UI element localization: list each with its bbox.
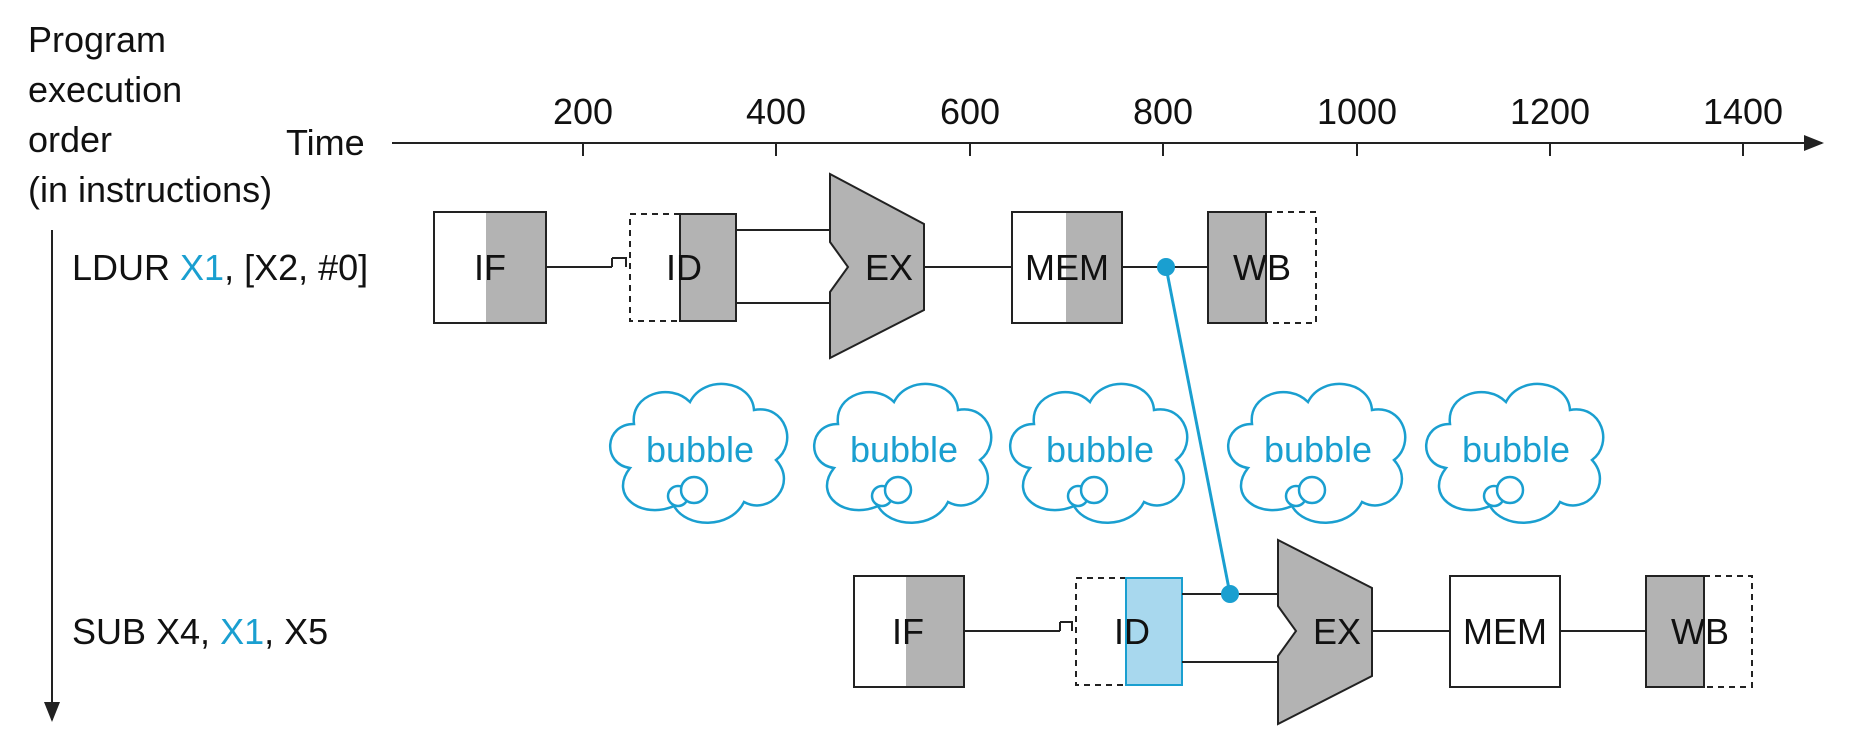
forward-source-dot — [1157, 258, 1175, 276]
order-label-line-3: order — [28, 119, 112, 160]
stall-bubbles: bubble bubble bubble bubble bubble — [609, 382, 1605, 524]
sub-wb-stage: WB — [1645, 575, 1753, 688]
tick-label: 600 — [940, 91, 1000, 132]
ldur-part-1: LDUR — [72, 247, 180, 288]
ldur-wb-label: WB — [1233, 247, 1291, 288]
sub-if-stage: IF — [853, 575, 965, 688]
forward-target-dot — [1221, 585, 1239, 603]
sub-register-x1: X1 — [220, 611, 264, 652]
ldur-ex-label: EX — [865, 247, 913, 288]
ldur-pipeline: IF ID EX MEM WB — [433, 172, 1317, 360]
tick-label: 1000 — [1317, 91, 1397, 132]
tick-label: 800 — [1133, 91, 1193, 132]
program-order-label: Program execution order (in instructions… — [28, 19, 272, 210]
order-label-line-2: execution — [28, 69, 182, 110]
ldur-id-stage: ID — [629, 213, 737, 322]
sub-part-3: , X5 — [264, 611, 328, 652]
bubble-label: bubble — [1046, 429, 1154, 470]
bubble-label: bubble — [850, 429, 958, 470]
tick-label: 400 — [746, 91, 806, 132]
sub-ex-label: EX — [1313, 611, 1361, 652]
bubble-label: bubble — [1264, 429, 1372, 470]
order-label-line-1: Program — [28, 19, 166, 60]
sub-mem-stage: MEM — [1449, 575, 1561, 688]
ldur-register-x1: X1 — [180, 247, 224, 288]
time-label: Time — [286, 122, 365, 163]
ldur-wb-stage: WB — [1207, 211, 1317, 324]
ldur-id-label: ID — [666, 247, 702, 288]
sub-wb-label: WB — [1671, 611, 1729, 652]
tick-label: 200 — [553, 91, 613, 132]
ldur-ex-stage: EX — [829, 172, 925, 360]
sub-mem-label: MEM — [1463, 611, 1547, 652]
ldur-if-label: IF — [474, 247, 506, 288]
ldur-mem-stage: MEM — [1011, 211, 1123, 324]
sub-ex-stage: EX — [1277, 538, 1373, 726]
sub-id-stage: ID — [1075, 577, 1183, 686]
bubble: bubble — [1009, 382, 1189, 524]
bubble-label: bubble — [1462, 429, 1570, 470]
forwarding-path — [1157, 258, 1239, 603]
ldur-if-stage: IF — [433, 211, 547, 324]
sub-if-label: IF — [892, 611, 924, 652]
tick-label: 1200 — [1510, 91, 1590, 132]
bubble: bubble — [609, 382, 789, 524]
time-ticks: 200 400 600 800 1000 1200 1400 — [553, 91, 1783, 156]
bubble: bubble — [1227, 382, 1407, 524]
bubble: bubble — [1425, 382, 1605, 524]
sub-id-label: ID — [1114, 611, 1150, 652]
ldur-mem-label: MEM — [1025, 247, 1109, 288]
order-label-line-4: (in instructions) — [28, 169, 272, 210]
sub-pipeline: IF ID EX MEM WB — [853, 538, 1753, 726]
bubble: bubble — [813, 382, 993, 524]
ldur-part-3: , [X2, #0] — [224, 247, 368, 288]
instruction-label-sub: SUB X4, X1, X5 — [72, 611, 328, 652]
instruction-label-ldur: LDUR X1, [X2, #0] — [72, 247, 368, 288]
bubble-label: bubble — [646, 429, 754, 470]
sub-part-1: SUB X4, — [72, 611, 220, 652]
tick-label: 1400 — [1703, 91, 1783, 132]
